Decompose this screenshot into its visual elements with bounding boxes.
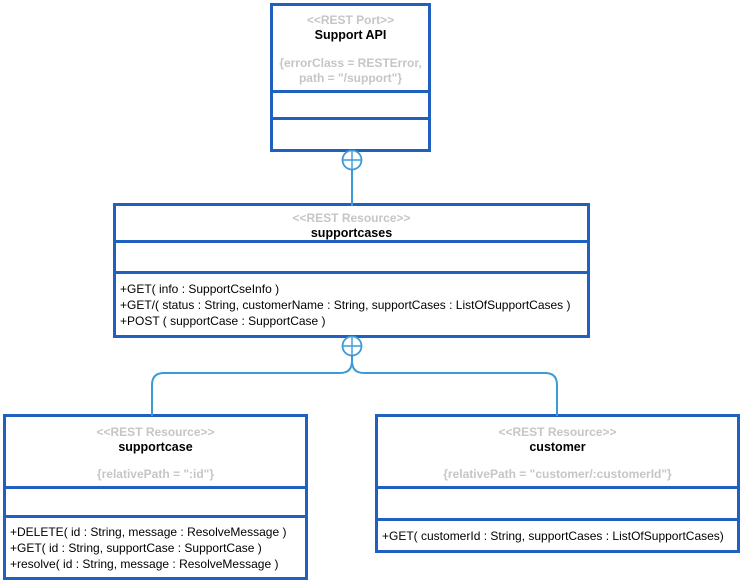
supportcases-attributes-compartment: [116, 240, 587, 271]
supportcase-operations-compartment: +DELETE( id : String, message : ResolveM…: [6, 515, 305, 577]
containment-circle-plus-icon[interactable]: [341, 149, 363, 171]
constraint-line: {errorClass = RESTError,: [279, 56, 422, 70]
support-api-constraint: {errorClass = RESTError, path = "/suppor…: [273, 56, 428, 86]
operation: +POST ( supportCase : SupportCase ): [120, 313, 326, 328]
containment-circle-plus-icon[interactable]: [341, 335, 363, 357]
supportcase-stereotype: <<REST Resource>>: [96, 425, 215, 439]
operation: +GET( id : String, supportCase : Support…: [10, 540, 262, 555]
node-supportcase[interactable]: <<REST Resource>> supportcase {relativeP…: [3, 414, 308, 580]
supportcases-title-compartment: <<REST Resource>> supportcases: [116, 206, 587, 240]
node-support-api[interactable]: <<REST Port>> Support API {errorClass = …: [270, 3, 431, 152]
operation: +GET( info : SupportCseInfo ): [120, 281, 280, 296]
supportcases-name: supportcases: [310, 226, 393, 240]
support-api-name: Support API: [314, 28, 387, 42]
support-api-title-compartment: <<REST Port>> Support API {errorClass = …: [273, 6, 428, 90]
supportcases-stereotype: <<REST Resource>>: [292, 211, 411, 225]
customer-constraint: {relativePath = "customer/:customerId"}: [378, 467, 737, 482]
customer-attributes-compartment: [378, 486, 737, 518]
customer-operations-compartment: +GET( customerId : String, supportCases …: [378, 518, 737, 550]
node-supportcases[interactable]: <<REST Resource>> supportcases +GET( inf…: [113, 203, 590, 338]
supportcase-title-compartment: <<REST Resource>> supportcase {relativeP…: [6, 417, 305, 486]
operation: +GET/( status : String, customerName : S…: [120, 297, 571, 312]
supportcase-constraint: {relativePath = ":id"}: [6, 467, 305, 482]
customer-name: customer: [529, 440, 586, 454]
support-api-attributes-compartment: [273, 90, 428, 117]
connector-supportcases-to-supportcase[interactable]: [151, 355, 353, 416]
customer-stereotype: <<REST Resource>>: [498, 425, 617, 439]
support-api-stereotype: <<REST Port>>: [306, 13, 395, 27]
supportcase-attributes-compartment: [6, 486, 305, 515]
supportcases-operations-compartment: +GET( info : SupportCseInfo ) +GET/( sta…: [116, 271, 587, 335]
node-customer[interactable]: <<REST Resource>> customer {relativePath…: [375, 414, 740, 553]
support-api-operations-compartment: [273, 117, 428, 149]
constraint-line: path = "/support"}: [298, 71, 403, 85]
connector-supportcases-to-customer[interactable]: [351, 355, 558, 416]
constraint-line: {relativePath = ":id"}: [96, 467, 215, 481]
operation: +DELETE( id : String, message : ResolveM…: [10, 524, 287, 539]
constraint-line: {relativePath = "customer/:customerId"}: [443, 467, 672, 481]
supportcase-name: supportcase: [118, 440, 193, 454]
operation: +GET( customerId : String, supportCases …: [382, 528, 724, 543]
operation: +resolve( id : String, message : Resolve…: [10, 556, 279, 571]
customer-title-compartment: <<REST Resource>> customer {relativePath…: [378, 417, 737, 486]
